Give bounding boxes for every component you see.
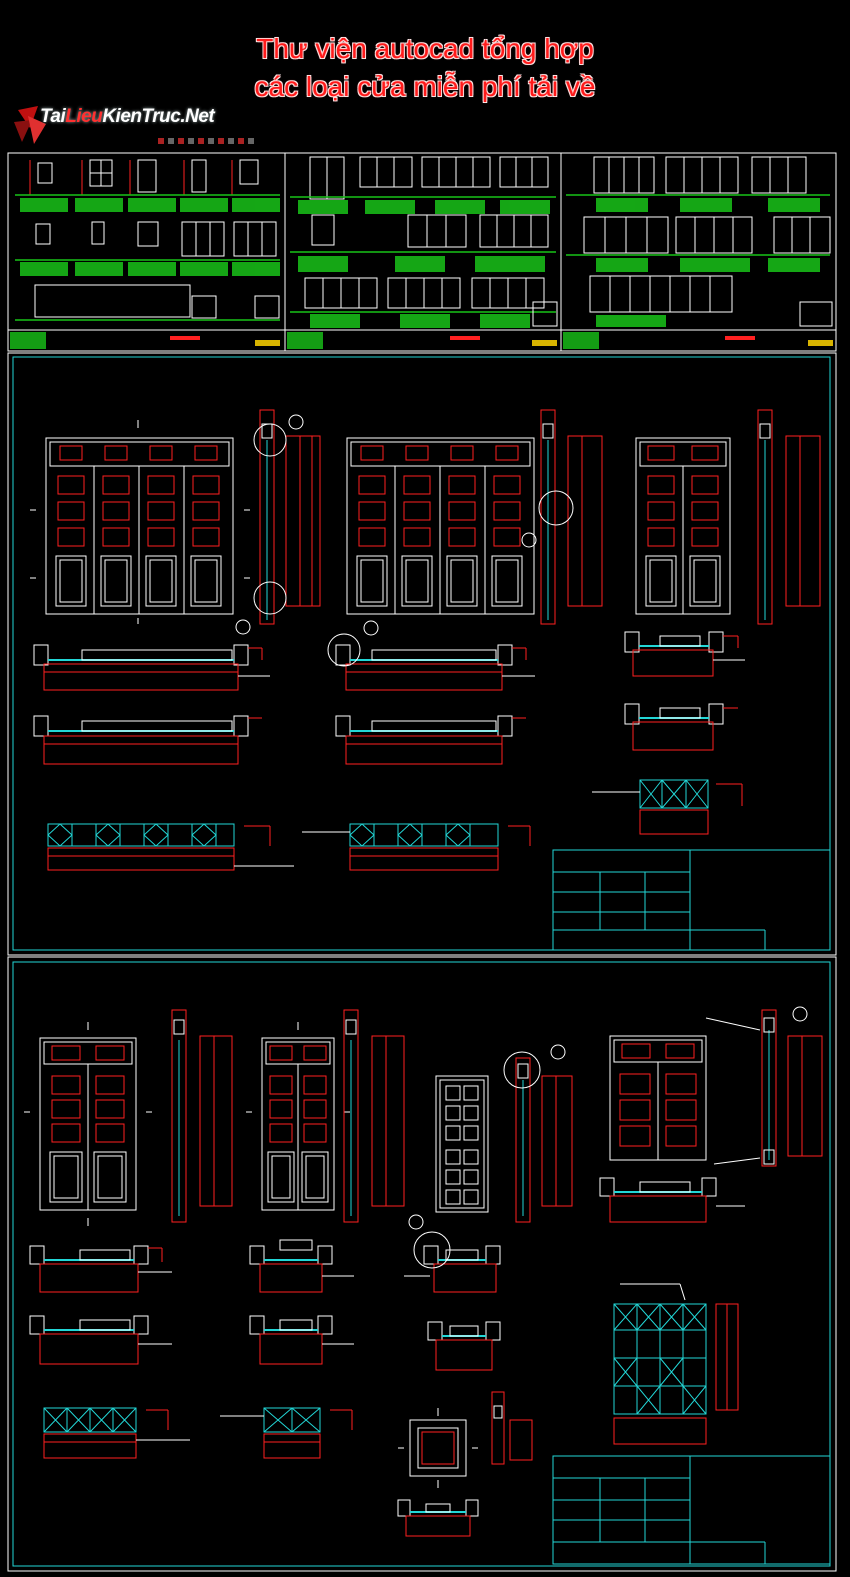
door-sheet-2: [7, 352, 837, 956]
logo-text[interactable]: TaiLieuKienTruc.Net: [40, 106, 215, 127]
title-line-2: các loại cửa miễn phí tải về: [254, 71, 596, 102]
page-title: Thư viện autocad tổng hợp các loại cửa m…: [0, 30, 850, 106]
title-line-1: Thư viện autocad tổng hợp: [256, 33, 594, 64]
overview-sheets: [7, 152, 837, 352]
door-sheet-3: [7, 956, 837, 1572]
logo-emblem-icon: [14, 106, 46, 144]
site-logo[interactable]: [8, 102, 268, 150]
logo-dots: [158, 138, 254, 144]
